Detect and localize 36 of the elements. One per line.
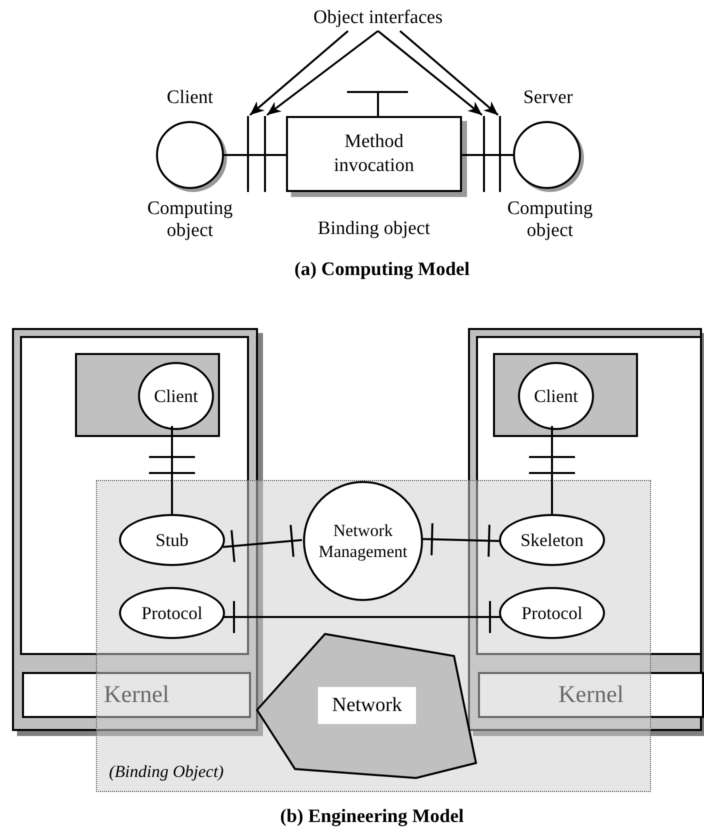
kernel-box bbox=[22, 672, 251, 718]
node-label: Server bbox=[522, 86, 574, 110]
shaded-box bbox=[493, 353, 638, 437]
arrow bbox=[266, 30, 379, 116]
connector-line bbox=[224, 600, 500, 634]
connector-line bbox=[422, 522, 500, 558]
node-caption: Binding object bbox=[316, 218, 432, 240]
connector-line bbox=[222, 524, 302, 564]
figure-caption: (b) Engineering Model bbox=[279, 805, 465, 829]
arrow bbox=[377, 30, 483, 116]
node-label: Client bbox=[534, 385, 578, 407]
binding-region bbox=[96, 480, 651, 792]
node-caption: Computing object bbox=[506, 198, 594, 242]
region-label: (Binding Object) bbox=[109, 761, 224, 783]
node-label: Kernel bbox=[558, 681, 624, 709]
node-label: Protocol bbox=[142, 602, 202, 624]
node-label: Skeleton bbox=[520, 529, 584, 551]
arrow bbox=[399, 30, 499, 116]
annotation-text: Object interfaces bbox=[308, 5, 448, 31]
node-label: Kernel bbox=[104, 681, 170, 709]
shaded-box bbox=[75, 353, 220, 437]
connector-line bbox=[224, 154, 286, 156]
node-label: Stub bbox=[155, 529, 188, 551]
connector-line bbox=[551, 426, 553, 514]
node-label: Network bbox=[318, 687, 416, 724]
kernel-box bbox=[478, 672, 704, 718]
node-label: Protocol bbox=[522, 602, 582, 624]
node-label: Method invocation bbox=[332, 130, 416, 178]
node-label: Client bbox=[154, 385, 198, 407]
figure-caption: (a) Computing Model bbox=[293, 258, 471, 282]
arrow bbox=[249, 30, 349, 116]
node-label: Network Management bbox=[318, 520, 408, 562]
node-label: Client bbox=[166, 86, 214, 110]
connector-line bbox=[462, 154, 513, 156]
node-caption: Computing object bbox=[146, 198, 234, 242]
connector-line bbox=[171, 426, 173, 514]
